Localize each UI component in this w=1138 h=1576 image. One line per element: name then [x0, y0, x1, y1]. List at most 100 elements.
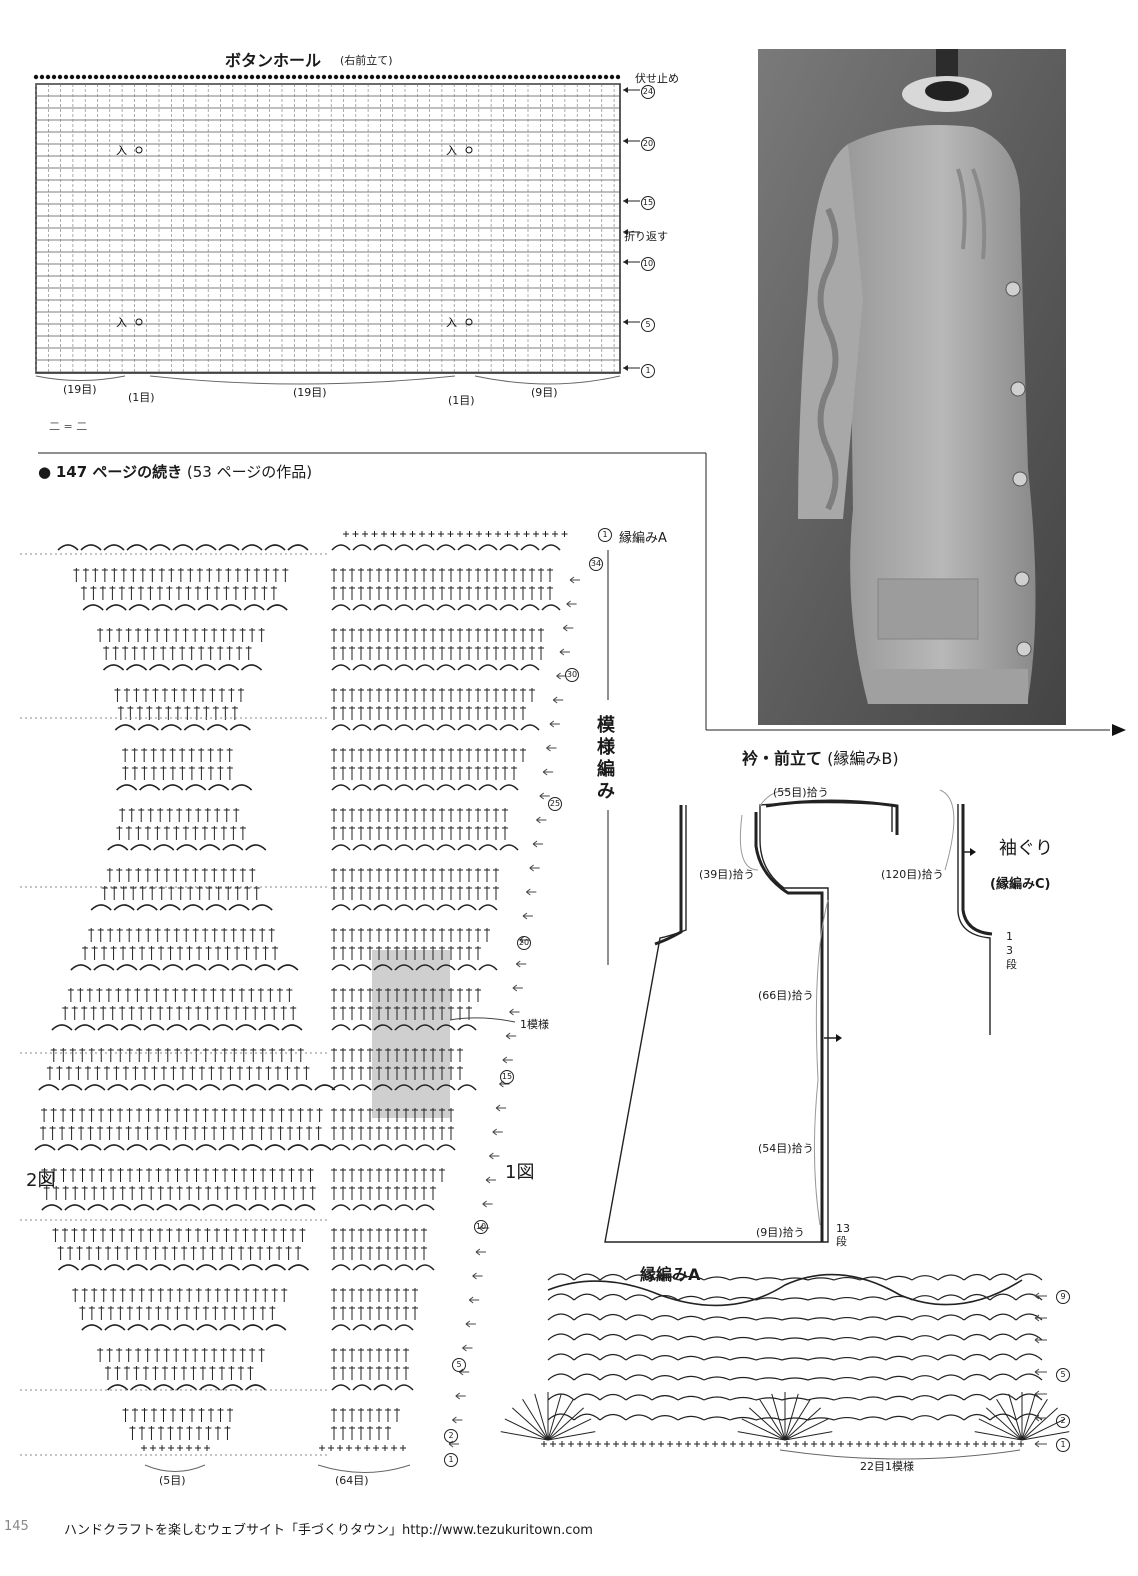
- rows-13: 3: [843, 1222, 850, 1235]
- chain-arch: [394, 1204, 414, 1211]
- single-crochet: [371, 531, 378, 537]
- chain-arch: [41, 1204, 63, 1211]
- single-crochet: [391, 1445, 397, 1451]
- chain-arch: [228, 904, 250, 911]
- edge-single-crochet: [622, 1441, 628, 1447]
- fan-stitch: [547, 1407, 585, 1441]
- chain-arch: [478, 604, 498, 611]
- bind-off-dot: [189, 74, 195, 80]
- edge-single-crochet: [793, 1441, 799, 1447]
- edge-arrow: [1034, 1336, 1047, 1344]
- fan-stitch: [985, 1407, 1023, 1441]
- chain-arch: [352, 664, 372, 671]
- chain-arch: [225, 1204, 247, 1211]
- edge-single-crochet: [838, 1441, 844, 1447]
- chain-arch: [415, 1024, 435, 1031]
- edge-chain-arch: [599, 1353, 627, 1361]
- bind-off-dot: [153, 74, 159, 80]
- chain-arch: [331, 904, 351, 911]
- chain-arch: [81, 1324, 103, 1331]
- edge-chain-arch: [781, 1317, 809, 1321]
- chain-arch: [231, 964, 253, 971]
- row-arrow-head: [623, 87, 628, 93]
- edge-chain-arch: [937, 1334, 965, 1341]
- edge-chain-arch: [547, 1333, 575, 1341]
- chain-arch: [352, 964, 372, 971]
- pickup-guide: [815, 899, 829, 1081]
- edge-single-crochet: [991, 1441, 997, 1447]
- chain-arch: [113, 904, 135, 911]
- bind-off-dot: [435, 74, 441, 80]
- edge-single-crochet: [910, 1441, 916, 1447]
- bind-off-dot: [525, 74, 531, 80]
- chain-arch: [208, 964, 230, 971]
- fan-stitch: [522, 1399, 549, 1441]
- chain-arch: [208, 784, 230, 791]
- chain-arch: [84, 1084, 106, 1091]
- chain-arch: [195, 1144, 217, 1151]
- direction-arrow: [559, 648, 570, 656]
- bh-row-24: 24: [641, 85, 655, 99]
- edge-chain-arch: [859, 1416, 887, 1421]
- bind-off-dot: [93, 74, 99, 80]
- chain-arch: [394, 544, 414, 551]
- chain-arch: [80, 1144, 102, 1151]
- bind-off-dot: [417, 74, 423, 80]
- chain-arch: [183, 724, 205, 731]
- chain-arch: [218, 544, 240, 551]
- chain-arch: [220, 604, 242, 611]
- edge-single-crochet: [757, 1441, 763, 1447]
- edge-chain-arch: [807, 1357, 835, 1361]
- edge-chain-arch: [573, 1293, 601, 1301]
- edge-chain-arch: [885, 1335, 913, 1341]
- bind-off-dot: [561, 74, 567, 80]
- bind-off-dot: [237, 74, 243, 80]
- single-crochet: [514, 531, 520, 537]
- bh-row-1: 1: [641, 364, 655, 378]
- edge-single-crochet: [1009, 1441, 1015, 1447]
- edge-chain-arch: [703, 1396, 731, 1401]
- direction-arrow: [566, 600, 577, 608]
- chain-arch: [310, 1144, 332, 1151]
- single-crochet: [343, 531, 349, 537]
- single-crochet: [476, 531, 482, 537]
- chain-arch: [394, 1084, 414, 1091]
- pick-39: (39目)拾う: [699, 868, 755, 881]
- one-repeat-pointer: [449, 1017, 516, 1023]
- bind-off-dot: [471, 74, 477, 80]
- chain-arch: [222, 1084, 244, 1091]
- garment-outline: [604, 801, 893, 1243]
- edge-single-crochet: [613, 1441, 619, 1447]
- chain-arch: [457, 1084, 477, 1091]
- edge-chain-arch: [885, 1355, 913, 1361]
- bind-off-dot: [57, 74, 63, 80]
- chain-arch: [394, 1324, 414, 1331]
- armhole-outline: [957, 804, 991, 1035]
- edge-chain-arch: [911, 1295, 939, 1301]
- chain-arch: [373, 784, 393, 791]
- chain-arch: [130, 844, 152, 851]
- bind-off-dot: [177, 74, 183, 80]
- pattern-row-30: 30: [565, 668, 579, 682]
- chain-arch: [352, 784, 372, 791]
- single-crochet: [400, 1445, 406, 1451]
- chain-arch: [199, 1084, 221, 1091]
- bind-off-dot: [159, 74, 165, 80]
- single-crochet: [533, 531, 539, 537]
- chain-arch: [57, 1144, 79, 1151]
- fan-stitch: [784, 1399, 811, 1441]
- chain-arch: [231, 784, 253, 791]
- bind-off-dot: [303, 74, 309, 80]
- count-5: (5目): [159, 1474, 186, 1487]
- edge-chain-arch: [833, 1376, 861, 1381]
- direction-arrow: [455, 1392, 466, 1400]
- edge-chain-arch: [833, 1416, 861, 1421]
- edge-chain-arch: [573, 1393, 601, 1401]
- edge-chain-arch: [755, 1297, 783, 1301]
- chain-arch: [287, 544, 309, 551]
- fan-stitch: [784, 1393, 799, 1441]
- bind-off-dot: [567, 74, 573, 80]
- edge-single-crochet: [946, 1441, 952, 1447]
- chain-arch: [251, 904, 273, 911]
